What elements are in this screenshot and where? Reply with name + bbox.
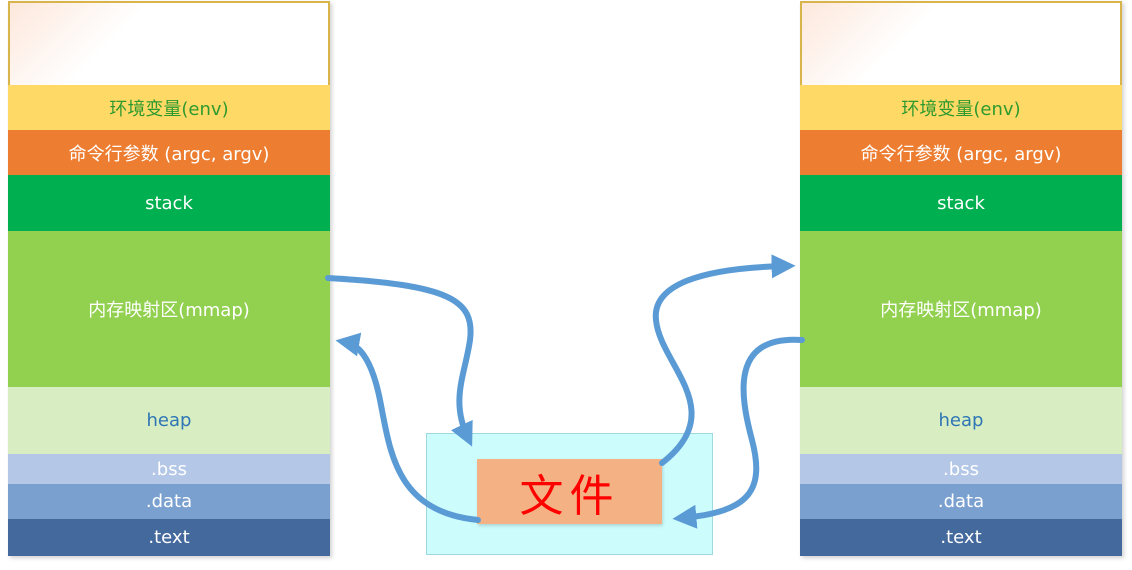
- left-top-region: [8, 1, 330, 85]
- right-mmap-segment: 内存映射区(mmap): [800, 231, 1122, 387]
- right-bss-segment: .bss: [800, 454, 1122, 484]
- arrow-file-to-right-mmap: [652, 254, 796, 466]
- left-process-memory-layout: 环境变量(env) 命令行参数 (argc, argv) stack 内存映射区…: [8, 1, 330, 556]
- right-args-segment: 命令行参数 (argc, argv): [800, 130, 1122, 175]
- left-data-segment: .data: [8, 484, 330, 519]
- right-stack-segment: stack: [800, 175, 1122, 231]
- arrow-right-mmap-to-file: [672, 336, 805, 529]
- right-data-segment: .data: [800, 484, 1122, 519]
- left-stack-segment: stack: [8, 175, 330, 231]
- right-top-region: [800, 1, 1122, 85]
- left-heap-segment: heap: [8, 387, 330, 454]
- left-bss-segment: .bss: [8, 454, 330, 484]
- right-text-segment: .text: [800, 519, 1122, 556]
- arrow-left-mmap-to-file: [325, 275, 474, 447]
- right-heap-segment: heap: [800, 387, 1122, 454]
- file-box: 文件: [477, 459, 662, 524]
- left-text-segment: .text: [8, 519, 330, 556]
- left-args-segment: 命令行参数 (argc, argv): [8, 130, 330, 175]
- right-process-memory-layout: 环境变量(env) 命令行参数 (argc, argv) stack 内存映射区…: [800, 1, 1122, 556]
- left-mmap-segment: 内存映射区(mmap): [8, 231, 330, 387]
- right-env-segment: 环境变量(env): [800, 85, 1122, 130]
- left-env-segment: 环境变量(env): [8, 85, 330, 130]
- arrow-file-to-left-mmap: [335, 332, 481, 523]
